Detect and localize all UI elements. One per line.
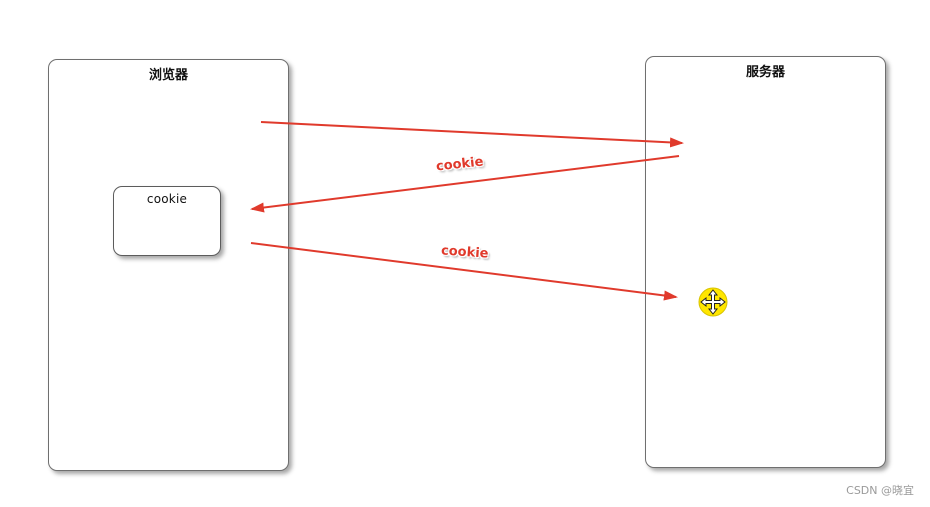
arrow-label-request-cookie: cookie — [440, 243, 489, 262]
cookie-storage-node: cookie — [113, 186, 221, 256]
arrow-request-with-cookie — [250, 242, 678, 301]
watermark: CSDN @晓宜 — [846, 484, 914, 497]
browser-title: 浏览器 — [148, 68, 188, 83]
move-cursor-icon — [698, 287, 728, 317]
browser-node: 浏览器 — [48, 59, 289, 471]
server-node: 服务器 — [645, 56, 886, 468]
cookie-storage-label: cookie — [146, 192, 188, 206]
arrow-response-set-cookie — [250, 155, 680, 213]
server-title: 服务器 — [745, 65, 785, 80]
arrow-request-initial — [260, 121, 684, 148]
